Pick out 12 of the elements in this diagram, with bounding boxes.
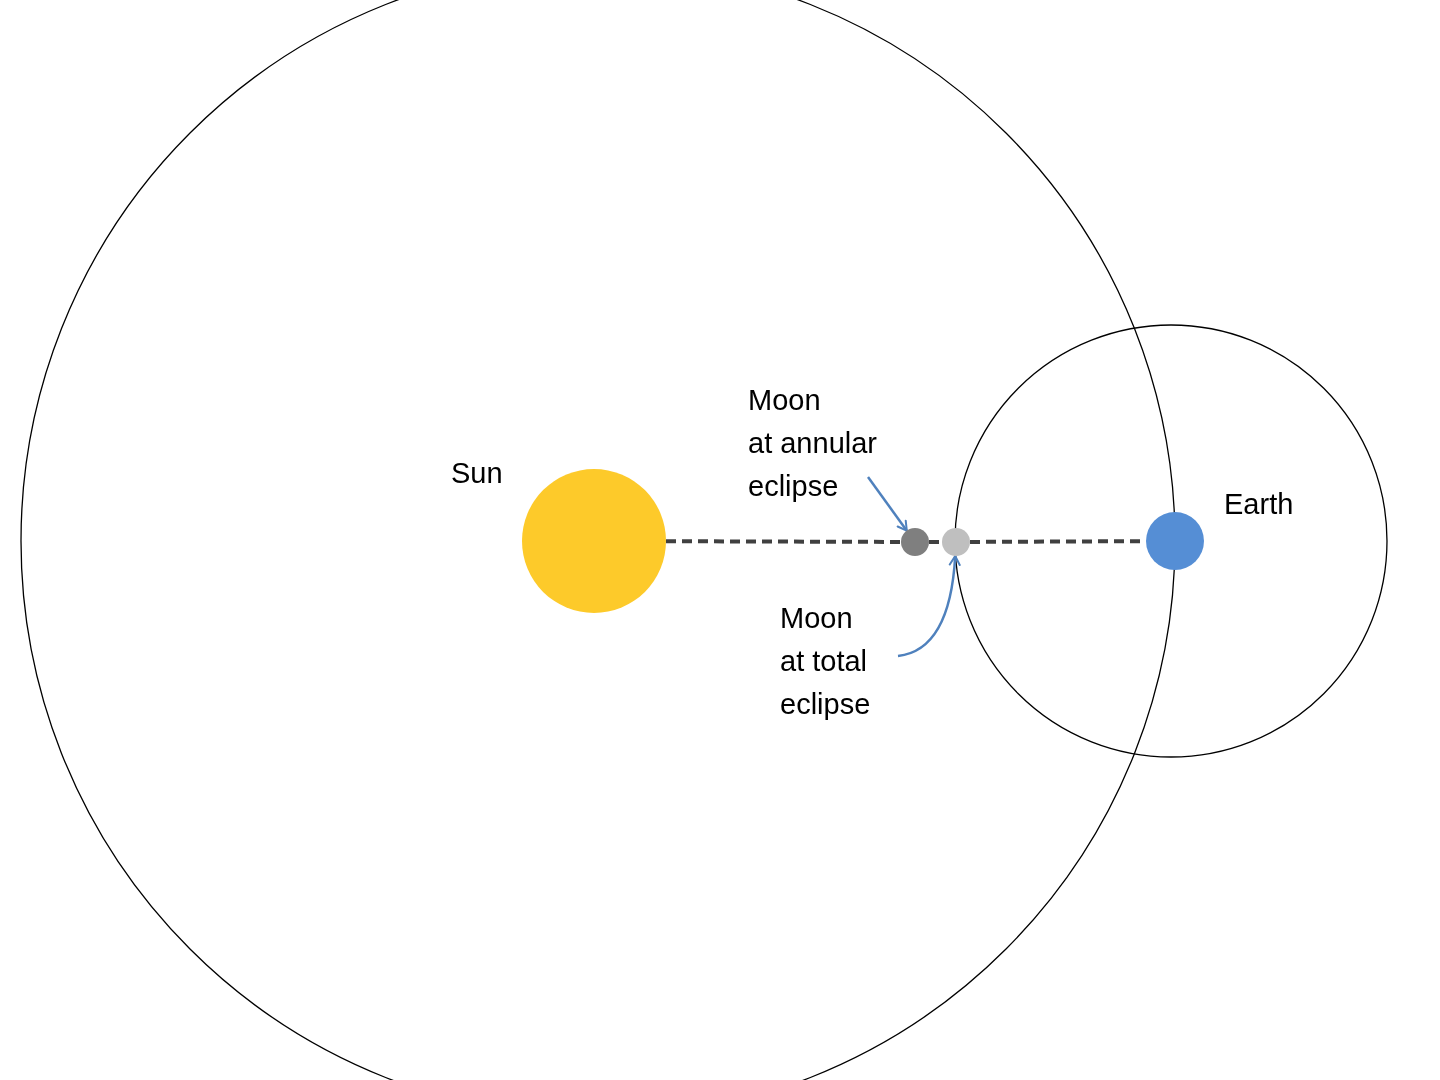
connector-line [929,540,942,544]
leader-arrow [867,476,908,532]
moon-circle [942,528,970,556]
body-name: Moon [780,601,854,636]
leader-arrow [897,555,961,658]
annotation-text: at total eclipse [780,644,872,722]
moon-circle [901,528,929,556]
connector-line [666,539,901,544]
body-label: Sun [451,456,503,491]
body-label: Earth [1224,487,1294,522]
body-name: Moon [748,383,822,418]
annotation-text: at annular eclipse [748,426,878,504]
